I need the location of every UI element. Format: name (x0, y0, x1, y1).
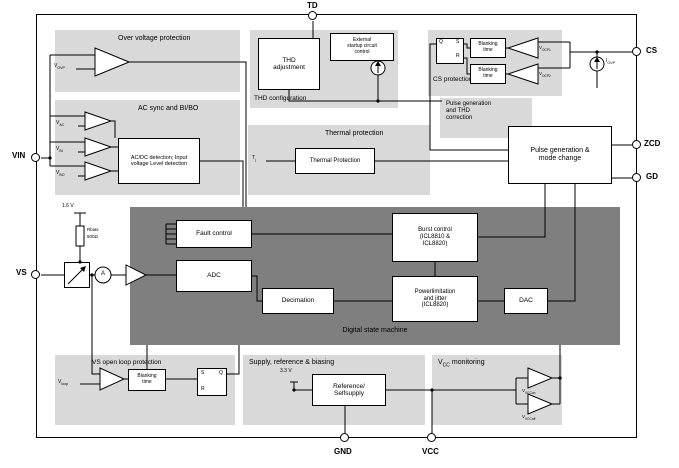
gnd-pin (340, 433, 349, 442)
vbo-ref-label: VBO (56, 170, 65, 177)
rbias-label: Rbias (87, 227, 99, 232)
vin-pin (31, 153, 40, 162)
v16-label: 1.6 V (62, 203, 74, 209)
vs-pin-label: VS (16, 268, 27, 277)
ocp1-comparator-icon (506, 37, 539, 59)
burst-control-box: Burst control(ICL8810 &ICL8820) (392, 213, 478, 262)
vocp2-ref-label: VOCP2 (539, 71, 551, 78)
ammeter-label: A (101, 271, 106, 277)
vovp-ref-label: VOVP (54, 63, 65, 70)
thermal-protection-box: Thermal Protection (295, 148, 375, 174)
vcc-pin-label: VCC (422, 447, 439, 456)
vccoff-ref-label: VVCCoff (522, 414, 536, 421)
ac-sync-title: AC sync and BI/BO (138, 105, 199, 112)
ocp2-comparator-icon (506, 63, 539, 85)
resistor-icon (75, 225, 85, 247)
cs-protections-title: CS protections (433, 76, 476, 83)
fault-control-box: Fault control (176, 220, 252, 248)
iovp-label: IOVP (606, 58, 615, 65)
switch-icon (67, 266, 86, 285)
dac-box: DAC (504, 288, 548, 314)
startup-current-source-icon (370, 60, 386, 76)
ff-q-label: Q (219, 370, 223, 376)
dsm-title: Digital state machine (342, 327, 408, 334)
vs-pin (31, 270, 40, 279)
vcc-monitoring-title: VCC monitoring (438, 359, 485, 369)
ammeter-icon (94, 266, 112, 284)
zcd-pin-label: ZCD (644, 139, 661, 148)
cs-pin (632, 47, 641, 56)
vccoff-comparator-icon (527, 393, 554, 415)
iovp-current-source-icon (589, 56, 605, 72)
v33-label: 3.3 V (280, 368, 292, 374)
decimation-box: Decimation (262, 288, 334, 314)
thd-caption: THD configuration (254, 95, 307, 102)
olp-comparator-icon (99, 367, 126, 391)
ff-s-label: S (201, 370, 205, 376)
vloop-ref-label: Vloop (58, 379, 69, 386)
rvalue-label: 500Ω (87, 234, 98, 239)
olp-title: VS open loop protection (92, 359, 162, 366)
td-pin-label: TD (307, 1, 318, 10)
bo-comparator-icon (84, 161, 113, 181)
vin-pin-label: VIN (12, 151, 26, 160)
gd-pin (632, 173, 641, 182)
vccon-comparator-icon (527, 367, 554, 389)
wires (41, 21, 632, 433)
pulse-generation-box: Pulse generation &mode change (508, 126, 612, 184)
bi-comparator-icon (84, 137, 113, 157)
chip-outline (36, 14, 637, 438)
junction-dots (48, 50, 599, 392)
vccon-ref-label: VVCCon (522, 388, 536, 395)
adc-box: ADC (176, 260, 252, 292)
td-pin (308, 11, 317, 20)
ff-r-label: R (201, 386, 205, 392)
gd-pin-label: GD (646, 172, 658, 181)
zcd-pin (632, 140, 641, 149)
ovp-comparator-icon (94, 47, 131, 77)
gnd-pin-label: GND (334, 447, 352, 456)
ac-comparator-icon (84, 111, 113, 131)
tj-label: Tj (252, 155, 256, 162)
vs-switch-box (64, 262, 90, 288)
vocp1-ref-label: VOCP1 (539, 45, 551, 52)
olp-flipflop-box: S Q R (197, 368, 227, 396)
vs-buffer-icon (125, 264, 148, 286)
comparator-icons (84, 37, 554, 415)
ff-r-label: R (456, 53, 460, 59)
ff-s-label: S (456, 39, 460, 45)
ovp-region (55, 30, 240, 92)
cs-pin-label: CS (646, 46, 658, 55)
thd-adjustment-label: THD (282, 56, 296, 64)
thermal-title: Thermal protection (325, 130, 384, 137)
ovp-title: Over voltage protection (118, 35, 191, 42)
reference-selfsupply-box: Reference/Selfsupply (312, 374, 386, 406)
vcc-pin (427, 433, 436, 442)
cs-flipflop-box: Q S R (436, 38, 464, 64)
vac-ref-label: VAC (56, 120, 65, 127)
supply-title: Supply, reference & biasing (249, 359, 335, 366)
vbi-ref-label: VBI (56, 146, 63, 153)
ff-q-label: Q (439, 39, 443, 45)
